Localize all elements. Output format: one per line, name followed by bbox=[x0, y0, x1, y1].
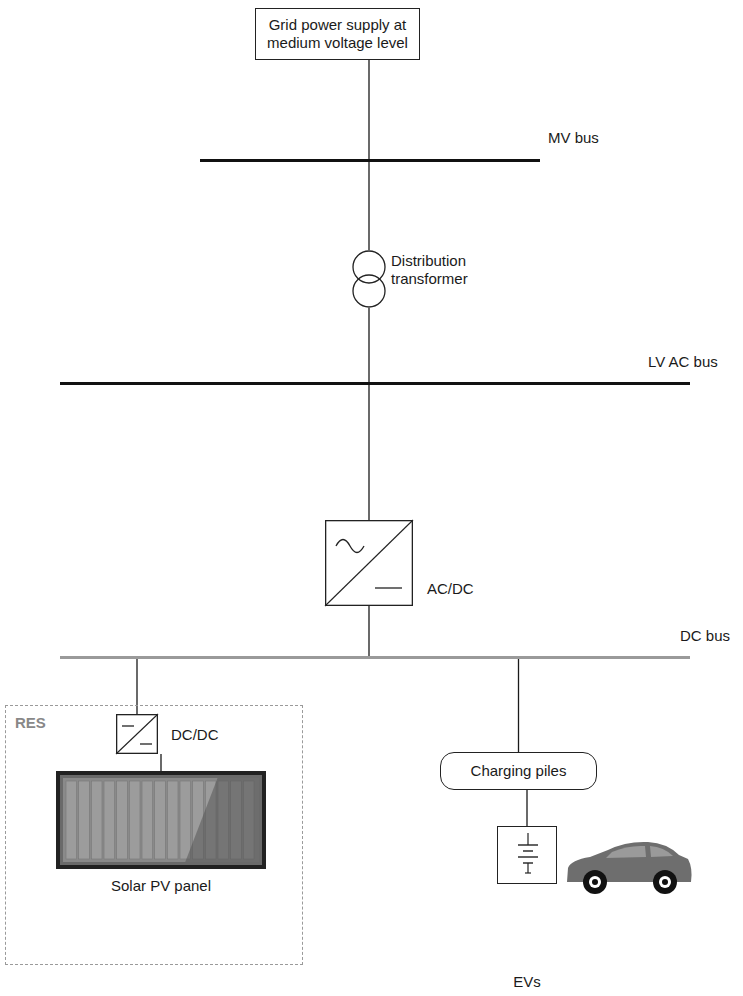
connector-wire bbox=[368, 60, 369, 159]
battery-lead bbox=[527, 863, 528, 873]
bus-node: LV AC bus bbox=[60, 382, 690, 385]
panel-cell bbox=[66, 781, 77, 859]
battery-plate bbox=[525, 872, 531, 873]
ac-wave bbox=[336, 540, 364, 553]
xfmr-node: Distribution transformer bbox=[351, 250, 387, 308]
panel-cell bbox=[142, 781, 153, 859]
dc-line bbox=[122, 725, 134, 726]
connector-wire bbox=[368, 162, 369, 250]
dcdc-node: DC/DC bbox=[116, 714, 158, 754]
converter-symbol bbox=[325, 520, 413, 606]
converter-label: DC/DC bbox=[171, 726, 219, 744]
ev-label: EVs bbox=[513, 973, 541, 991]
connector-wire bbox=[368, 606, 369, 656]
piles-node: Charging piles bbox=[440, 752, 597, 790]
converter-diagonal bbox=[116, 714, 158, 754]
panel-cell bbox=[117, 781, 128, 859]
acdc-node: AC/DC bbox=[325, 520, 413, 606]
panel-node: Solar PV panel bbox=[56, 771, 266, 869]
panel-cell bbox=[180, 781, 191, 859]
converter-outline bbox=[117, 715, 158, 754]
car-icon bbox=[567, 842, 692, 894]
bus-node: MV bus bbox=[200, 159, 540, 162]
panel-cell bbox=[79, 781, 90, 859]
bus-label: MV bus bbox=[548, 129, 599, 147]
panel-cell bbox=[129, 781, 140, 859]
panel-cell bbox=[91, 781, 102, 859]
node-label: Charging piles bbox=[471, 762, 567, 780]
panel-shade bbox=[185, 778, 259, 862]
converter-diagonal bbox=[325, 520, 413, 606]
converter-outline bbox=[326, 521, 413, 606]
dc-line bbox=[140, 743, 152, 744]
winding-circle bbox=[353, 251, 385, 283]
transformer-label: Distribution transformer bbox=[391, 252, 491, 288]
panel-cell bbox=[167, 781, 178, 859]
converter-label: AC/DC bbox=[427, 580, 474, 598]
connector-wire bbox=[160, 754, 161, 771]
solar-panel-cells bbox=[60, 775, 262, 865]
battery-lead bbox=[527, 833, 528, 845]
panel-cell bbox=[155, 781, 166, 859]
winding-circle bbox=[353, 275, 385, 307]
dc-line bbox=[375, 587, 402, 588]
bus-node: DC bus bbox=[60, 656, 690, 659]
node-label: Grid power supply at medium voltage leve… bbox=[262, 16, 413, 52]
res-node: RES DC/DC Solar PV panel bbox=[5, 705, 303, 965]
grid-node: Grid power supply at medium voltage leve… bbox=[255, 8, 420, 60]
battery-symbol bbox=[498, 827, 556, 883]
panel-face bbox=[63, 778, 259, 862]
bus-label: LV AC bus bbox=[648, 353, 718, 371]
connector-wire bbox=[518, 659, 519, 752]
panel-label: Solar PV panel bbox=[111, 877, 211, 895]
battery-plate bbox=[518, 856, 538, 857]
connector-wire bbox=[368, 385, 369, 520]
region-heading: RES bbox=[15, 714, 46, 732]
battery-plate bbox=[518, 844, 538, 845]
converter-symbol bbox=[116, 714, 158, 754]
panel-cell bbox=[104, 781, 115, 859]
connector-wire bbox=[368, 308, 369, 382]
transformer-symbol bbox=[351, 250, 387, 308]
bus-label: DC bus bbox=[680, 627, 730, 645]
ev-node: EVs bbox=[497, 826, 557, 884]
connector-wire bbox=[526, 790, 527, 826]
battery-plate bbox=[523, 850, 533, 851]
